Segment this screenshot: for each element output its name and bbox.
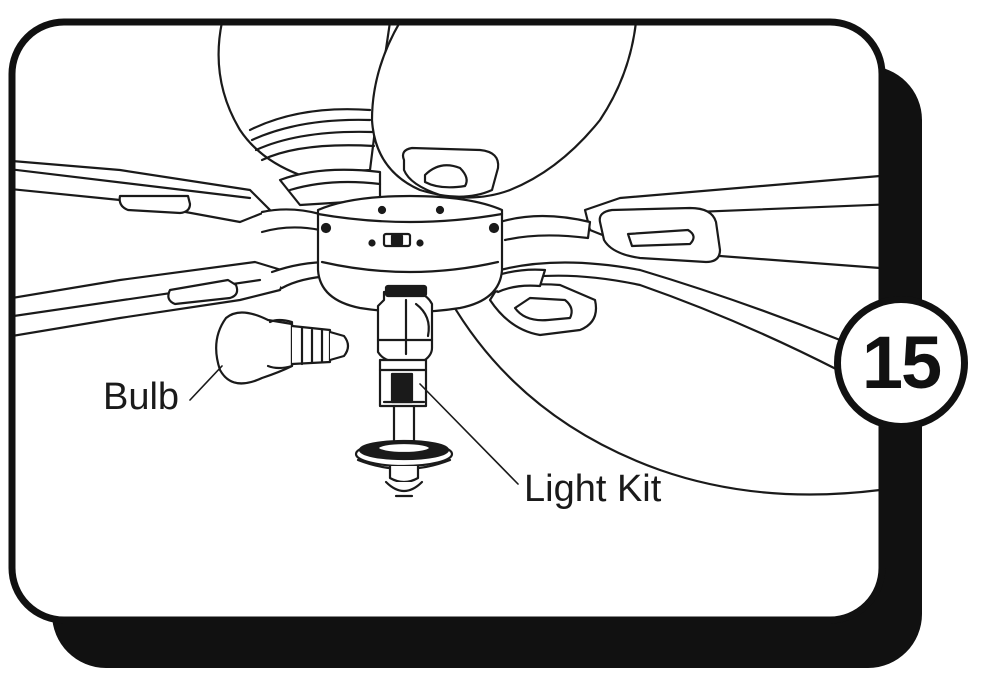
- bulb-label: Bulb: [103, 376, 180, 418]
- fan-blade-lower-left: [12, 260, 290, 340]
- fan-blade-upper-right: [583, 168, 882, 272]
- step-number-badge: 15: [834, 296, 968, 430]
- light-kit: [354, 284, 454, 498]
- light-kit-leader-line: [419, 383, 519, 485]
- step-number: 15: [861, 321, 942, 404]
- blade-arms: [260, 208, 592, 294]
- fan-blade-top-center: [370, 22, 638, 199]
- bulb-leader-line: [189, 365, 223, 401]
- motor-housing: [248, 108, 382, 207]
- light-kit-label: Light Kit: [524, 468, 662, 510]
- fan-blade-lower-right: [448, 261, 882, 496]
- fan-blade-upper-left: [12, 158, 272, 224]
- switch-housing: [316, 194, 504, 314]
- bulb: [215, 311, 350, 385]
